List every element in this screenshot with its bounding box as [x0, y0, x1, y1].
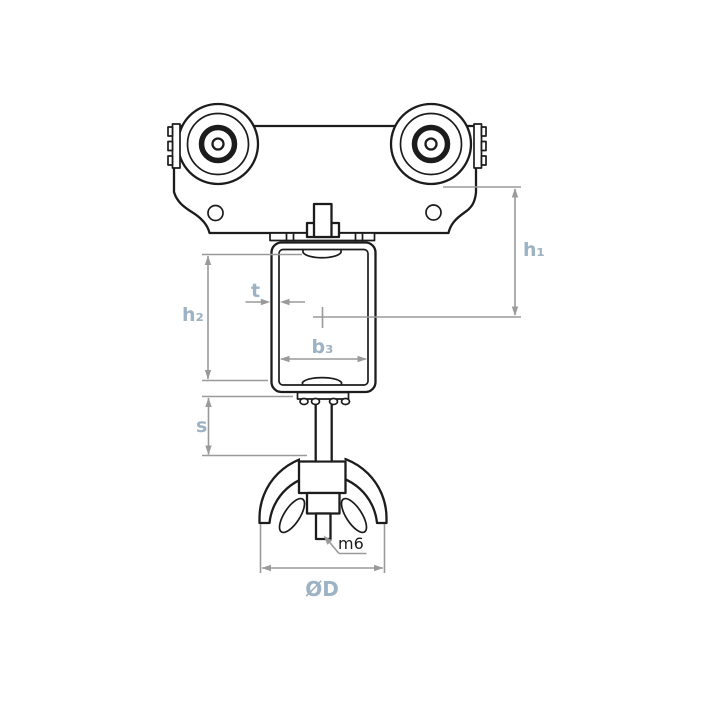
dimension-s [202, 395, 307, 457]
left-roller-tyre-inner [186, 112, 250, 176]
plate-hole-right [425, 204, 442, 221]
label-m6: m6 [338, 534, 364, 553]
label-t: t [251, 280, 260, 302]
serrated-washer [296, 391, 351, 406]
right-edge-clamp [473, 123, 487, 169]
dimension-h2 [202, 253, 302, 382]
dimension-diameter-d [259, 524, 386, 573]
wing-right [340, 497, 368, 534]
left-edge-clamp [167, 123, 181, 169]
stud-and-nut [305, 202, 341, 239]
right-roller [389, 102, 473, 186]
left-roller [176, 102, 260, 186]
saddle-assembly [258, 390, 388, 541]
stud [312, 202, 333, 239]
label-h2: h₂ [182, 304, 204, 326]
label-h1: h₁ [523, 239, 545, 261]
dimension-t [245, 298, 305, 306]
saddle-upper-block [297, 460, 347, 495]
rod-end-m6 [314, 512, 332, 541]
left-roller-tyre-outer [176, 102, 260, 186]
dimension-b3 [280, 355, 367, 363]
label-diameter-d: ØD [305, 577, 339, 601]
right-roller-bearing [411, 124, 451, 164]
dimension-h1 [313, 186, 521, 328]
saddle-dome-shell [258, 453, 388, 525]
label-s: s [196, 415, 207, 437]
saddle-lower-block [305, 491, 341, 515]
right-roller-axle [424, 137, 438, 151]
left-roller-axle [211, 137, 225, 151]
right-roller-tyre-inner [399, 112, 463, 176]
tube-bottom-bushing [301, 376, 343, 386]
plate-hole-left [207, 204, 224, 222]
tube-top-bushing [302, 249, 342, 259]
label-b3: b₃ [312, 336, 334, 358]
right-roller-tyre-outer [389, 102, 473, 186]
dimension-m6-leader [323, 535, 367, 555]
left-roller-bearing [198, 124, 238, 164]
wing-left [278, 497, 306, 534]
